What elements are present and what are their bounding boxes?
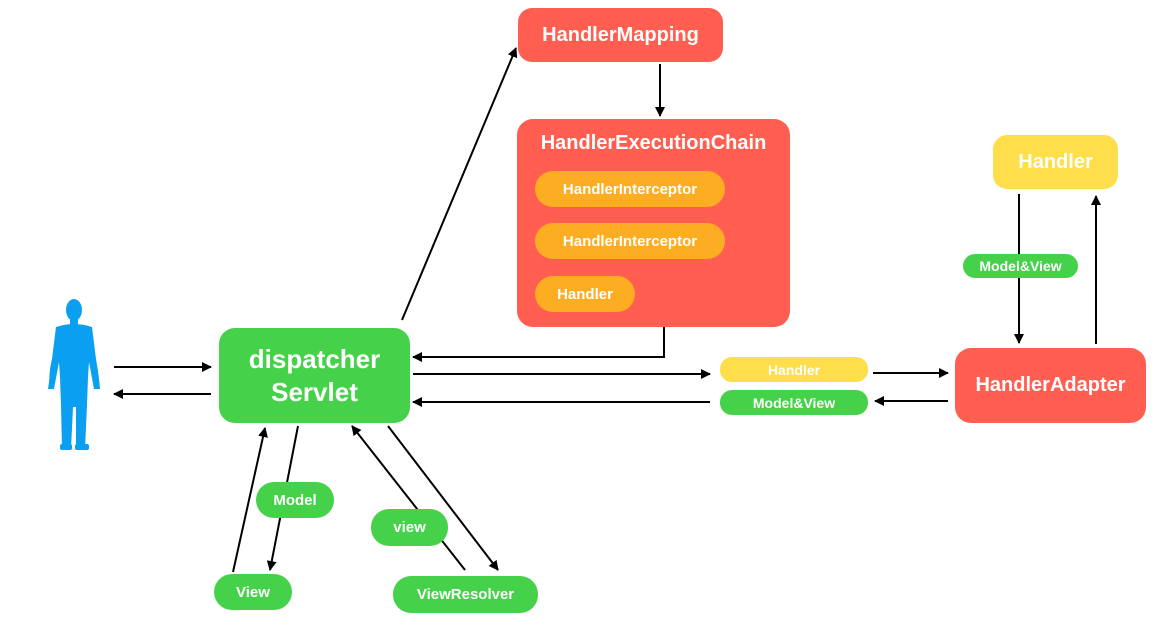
chain-handler: Handler	[535, 276, 635, 312]
view-resolver-pill: ViewResolver	[393, 576, 538, 613]
model-pill: Model	[256, 482, 334, 518]
dispatcher-servlet-box: dispatcher Servlet	[219, 328, 410, 423]
view-pill-lowercase: view	[371, 509, 448, 546]
arrow-viewresolver-to-dispatcher	[351, 425, 466, 571]
handler-execution-chain-box: HandlerExecutionChain HandlerInterceptor…	[517, 119, 790, 327]
dispatcher-servlet-line2: Servlet	[271, 376, 358, 407]
handler-pill: Handler	[720, 357, 868, 382]
model-view-label-right: Model&View	[963, 254, 1078, 278]
handler-execution-chain-title: HandlerExecutionChain	[540, 132, 767, 154]
handler-mapping-box: HandlerMapping	[518, 8, 723, 62]
arrow-view-to-dispatcher	[232, 427, 268, 573]
handler-adapter-label: HandlerAdapter	[975, 374, 1126, 396]
dispatcher-servlet-line1: dispatcher	[248, 344, 381, 374]
arrow-dispatcher-to-handlermapping	[401, 47, 518, 321]
view-pill: View	[214, 574, 292, 610]
handler-interceptor-1: HandlerInterceptor	[535, 171, 725, 207]
handler-mapping-label: HandlerMapping	[542, 23, 699, 46]
handler-adapter-box: HandlerAdapter	[955, 348, 1146, 423]
arrow-chain-to-dispatcher	[412, 327, 665, 362]
person-silhouette-icon	[48, 299, 100, 450]
handler-label: Handler	[1018, 150, 1093, 173]
arrow-dispatcher-to-viewresolver	[387, 425, 499, 571]
handler-box: Handler	[993, 135, 1118, 189]
model-view-pill: Model&View	[720, 390, 868, 415]
handler-interceptor-2: HandlerInterceptor	[535, 223, 725, 259]
